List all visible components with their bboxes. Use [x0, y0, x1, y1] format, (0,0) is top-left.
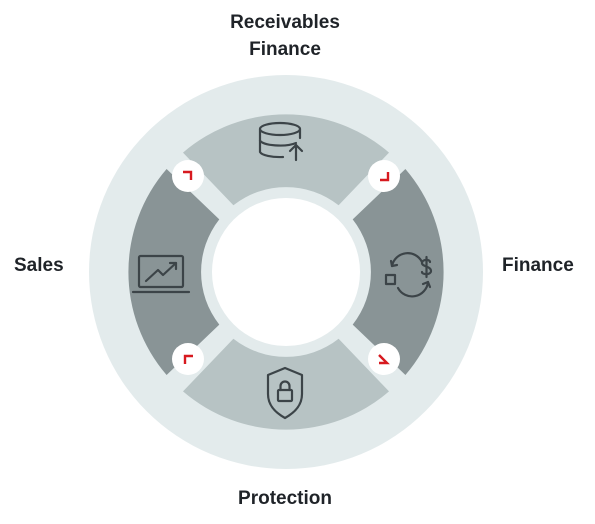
label-receivables-finance-line1: Receivables — [230, 12, 340, 33]
segment-finance — [352, 169, 444, 375]
label-sales: Sales — [14, 255, 64, 276]
segments — [128, 114, 444, 430]
segment-protection — [183, 338, 389, 430]
connector-top-right — [368, 160, 400, 192]
red-corner-bracket-icon — [183, 170, 193, 180]
label-finance: Finance — [502, 255, 574, 276]
connector-bottom-right — [368, 343, 400, 375]
laptop-trending-chart-icon — [131, 254, 191, 294]
center-hub — [212, 198, 360, 346]
label-receivables-finance: Receivables Finance — [180, 9, 390, 63]
segment-sales — [128, 169, 220, 375]
red-corner-bracket-icon — [378, 354, 390, 365]
database-upload-icon — [258, 121, 304, 162]
connector-bottom-left — [172, 343, 204, 375]
currency-exchange-cycle-icon — [384, 252, 433, 298]
label-receivables-finance-line2: Finance — [249, 39, 321, 60]
shield-lock-icon — [266, 366, 304, 420]
segment-receivables-finance — [183, 114, 389, 206]
label-protection: Protection — [238, 488, 332, 509]
red-corner-bracket-icon — [380, 172, 390, 182]
red-corner-bracket-icon — [183, 354, 193, 364]
connector-top-left — [172, 160, 204, 192]
